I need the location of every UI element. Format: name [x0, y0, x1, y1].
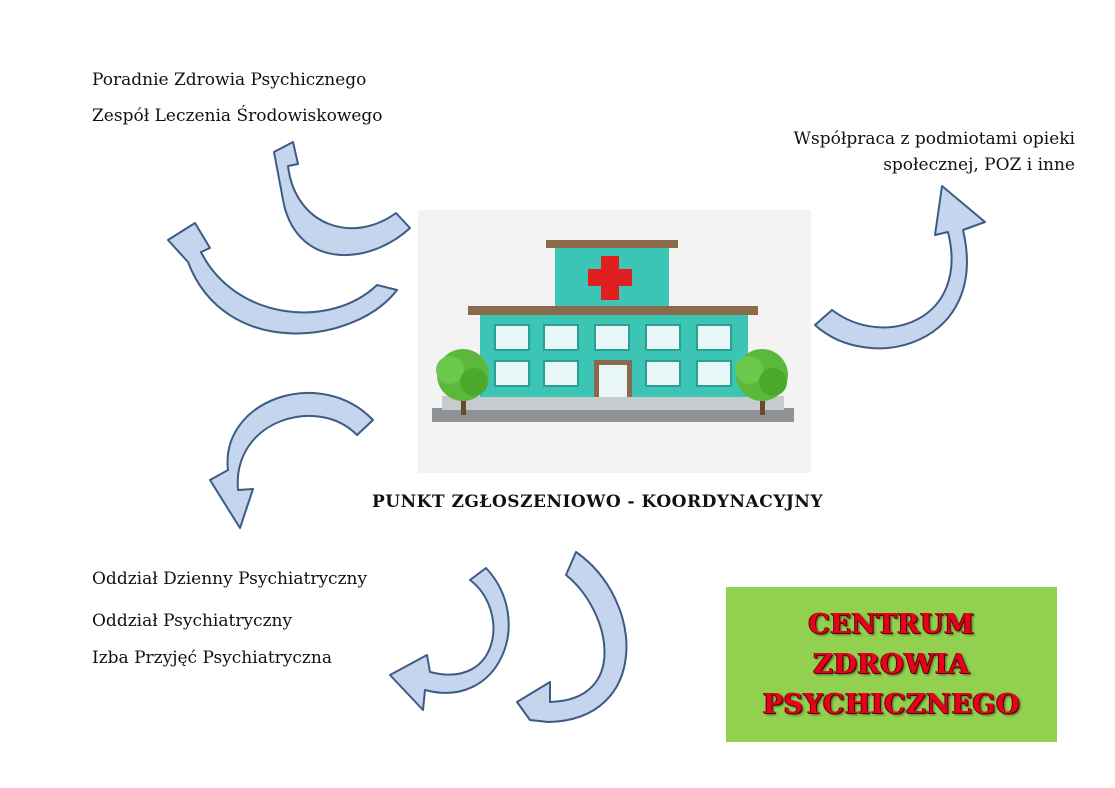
arrow-bottom-small	[389, 567, 510, 711]
arrow-to-wspolpraca	[814, 185, 986, 350]
arrow-to-oddzialy	[209, 392, 374, 529]
zespol-label: Zespół Leczenia Środowiskowego	[92, 106, 383, 126]
oddzial-psychiatryczny-label: Oddział Psychiatryczny	[92, 611, 293, 631]
centrum-line-2: ZDROWIA	[813, 648, 970, 680]
hospital-image	[418, 210, 811, 473]
wspolpraca-label-2: społecznej, POZ i inne	[883, 155, 1075, 175]
wspolpraca-label-1: Współpraca z podmiotami opieki	[793, 129, 1075, 149]
oddzial-dzienny-label: Oddział Dzienny Psychiatryczny	[92, 569, 368, 589]
izba-przyjec-label: Izba Przyjęć Psychiatryczna	[92, 648, 332, 668]
hospital-building-icon	[432, 240, 794, 422]
centrum-line-3: PSYCHICZNEGO	[762, 688, 1021, 720]
centrum-zdrowia-box: CENTRUM ZDROWIA PSYCHICZNEGO	[726, 587, 1057, 742]
poradnie-label: Poradnie Zdrowia Psychicznego	[92, 70, 367, 90]
punkt-zgloszeniowy-label: PUNKT ZGŁOSZENIOWO - KOORDYNACYJNY	[372, 492, 824, 512]
arrow-to-poradnie	[273, 141, 411, 256]
centrum-line-1: CENTRUM	[808, 608, 975, 640]
arrow-to-left-top	[167, 222, 398, 335]
arrow-bottom-large	[516, 551, 628, 723]
